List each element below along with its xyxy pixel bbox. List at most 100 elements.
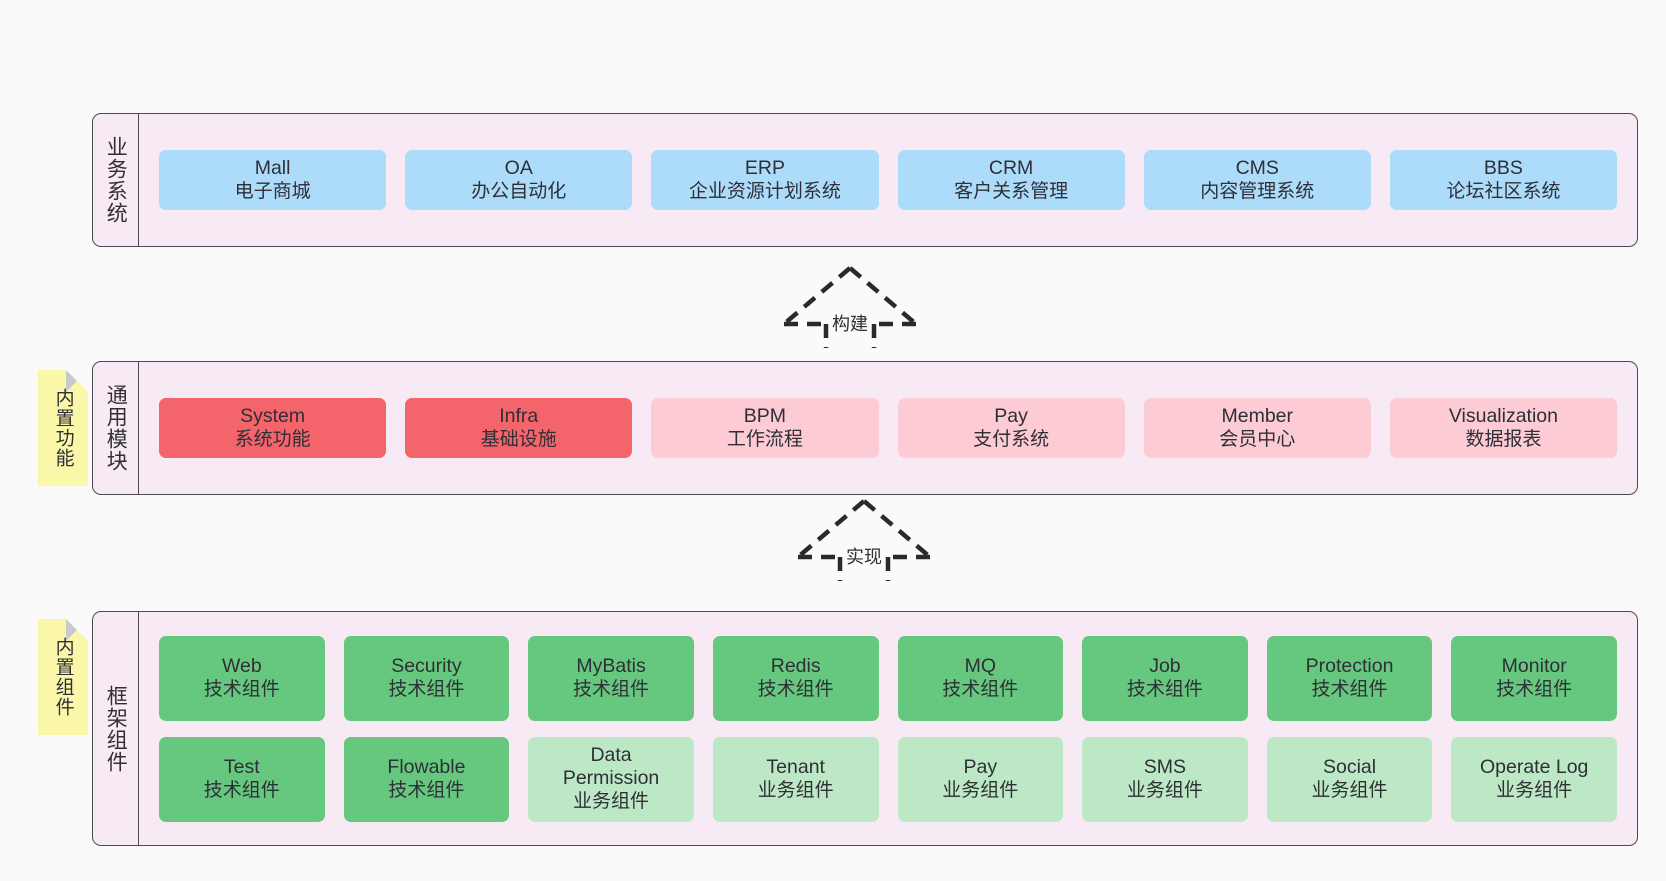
component-card-bbs[interactable]: BBS 论坛社区系统 [1389,149,1618,211]
component-name-cn: 技术组件 [942,679,1019,701]
component-name-cn: 业务组件 [1496,780,1573,802]
component-name-cn: 电子商城 [234,181,311,203]
component-card-crm[interactable]: CRM 客户关系管理 [897,149,1125,211]
component-name-en: Visualization [1448,404,1559,427]
component-card-monitor[interactable]: Monitor 技术组件 [1451,635,1617,721]
connector-build-arrow-icon [782,266,918,348]
component-name-cn: 技术组件 [203,679,280,701]
component-card-pay[interactable]: Pay 业务组件 [897,736,1064,822]
layer-body-business-systems: Mall 电子商城 OA 办公自动化 ERP 企业资源计划系统 CRM 客户关系… [139,114,1637,246]
component-name-cn: 技术组件 [388,679,465,701]
note-builtin-features: 内置功能 [38,370,88,486]
component-name-en: Operate Log [1479,755,1589,778]
component-card-erp[interactable]: ERP 企业资源计划系统 [651,149,879,211]
component-name-cn: 客户关系管理 [954,181,1069,203]
component-card-flowable[interactable]: Flowable 技术组件 [343,736,510,822]
component-card-pay[interactable]: Pay 支付系统 [897,397,1125,459]
connector-implement-arrow-icon [796,499,932,581]
component-name-cn: 业务组件 [757,780,834,802]
component-name-en: Pay [963,755,998,778]
component-name-cn: 技术组件 [757,679,834,701]
component-card-bpm[interactable]: BPM 工作流程 [651,397,879,459]
component-card-visualization[interactable]: Visualization 数据报表 [1389,397,1618,459]
component-name-en: Job [1149,654,1181,677]
component-name-en: Redis [770,654,821,677]
layer-title-common-modules: 通用模块 [93,362,139,494]
component-name-cn: 论坛社区系统 [1446,181,1561,203]
component-card-job[interactable]: Job 技术组件 [1082,635,1248,721]
component-name-en: Mall [254,156,291,179]
component-name-cn: 数据报表 [1465,429,1542,451]
component-name-cn: 技术组件 [1496,679,1573,701]
component-name-en: Social [1323,755,1377,778]
component-name-en: OA [504,156,533,179]
component-card-protection[interactable]: Protection 技术组件 [1266,635,1433,721]
layer-business-systems: 业务系统 Mall 电子商城 OA 办公自动化 ERP 企业资源计划系统 CRM… [92,113,1638,247]
component-name-cn: 内容管理系统 [1200,181,1315,203]
component-name-cn: 系统功能 [234,429,311,451]
component-name-cn: 技术组件 [1311,679,1388,701]
note-fold-icon [66,619,88,641]
component-card-cms[interactable]: CMS 内容管理系统 [1143,149,1371,211]
component-row: Web 技术组件 Security 技术组件 MyBatis 技术组件 Redi… [159,635,1617,721]
component-name-cn: 业务组件 [1126,780,1203,802]
component-card-mq[interactable]: MQ 技术组件 [897,635,1064,721]
connector-build-label: 构建 [832,314,868,334]
component-card-tenant[interactable]: Tenant 业务组件 [712,736,879,822]
component-row: Test 技术组件 Flowable 技术组件 Data Permission … [159,736,1617,822]
component-name-cn: 业务组件 [573,791,650,813]
component-card-data-permission[interactable]: Data Permission 业务组件 [528,736,694,822]
connector-implement-label: 实现 [846,547,882,567]
component-card-infra[interactable]: Infra 基础设施 [405,397,633,459]
component-card-security[interactable]: Security 技术组件 [343,635,510,721]
component-name-en: BPM [743,404,787,427]
component-name-en: SMS [1143,755,1187,778]
component-name-en: Infra [499,404,539,427]
component-name-en: Test [223,755,260,778]
component-name-cn: 技术组件 [1126,679,1203,701]
component-card-sms[interactable]: SMS 业务组件 [1082,736,1248,822]
note-label: 内置功能 [52,388,74,468]
component-name-en: CRM [988,156,1034,179]
component-name-cn: 技术组件 [388,780,465,802]
note-builtin-components: 内置组件 [38,619,88,735]
component-card-mall[interactable]: Mall 电子商城 [159,149,387,211]
component-card-member[interactable]: Member 会员中心 [1143,397,1371,459]
component-name-en: Tenant [766,755,825,778]
component-card-web[interactable]: Web 技术组件 [159,635,325,721]
component-card-operate-log[interactable]: Operate Log 业务组件 [1451,736,1617,822]
component-name-cn: 业务组件 [942,780,1019,802]
component-card-redis[interactable]: Redis 技术组件 [712,635,879,721]
layer-common-modules: 通用模块 System 系统功能 Infra 基础设施 BPM 工作流程 Pay… [92,361,1638,495]
component-name-en: Pay [994,404,1028,427]
component-name-cn: 会员中心 [1219,429,1296,451]
component-name-en: Monitor [1501,654,1567,677]
component-name-cn: 业务组件 [1311,780,1388,802]
component-name-en: ERP [744,156,785,179]
component-name-cn: 技术组件 [203,780,280,802]
component-name-cn: 基础设施 [480,429,557,451]
connector-build: 构建 [770,262,930,350]
component-card-mybatis[interactable]: MyBatis 技术组件 [528,635,694,721]
note-label: 内置组件 [52,637,74,717]
component-name-en: Security [391,654,462,677]
component-card-system[interactable]: System 系统功能 [159,397,387,459]
component-name-en: MyBatis [576,654,646,677]
note-fold-icon [66,370,88,392]
component-row: System 系统功能 Infra 基础设施 BPM 工作流程 Pay 支付系统… [159,397,1618,459]
component-name-en: Member [1221,404,1294,427]
layer-body-framework-components: Web 技术组件 Security 技术组件 MyBatis 技术组件 Redi… [139,612,1637,845]
component-card-oa[interactable]: OA 办公自动化 [405,149,633,211]
component-card-test[interactable]: Test 技术组件 [159,736,325,822]
component-name-cn: 支付系统 [973,429,1050,451]
component-card-social[interactable]: Social 业务组件 [1266,736,1433,822]
layer-title-framework-components: 框架组件 [93,612,139,845]
component-name-en: BBS [1483,156,1523,179]
component-row: Mall 电子商城 OA 办公自动化 ERP 企业资源计划系统 CRM 客户关系… [159,149,1618,211]
component-name-en: MQ [964,654,997,677]
component-name-cn: 办公自动化 [471,181,567,203]
component-name-en: CMS [1235,156,1279,179]
component-name-cn: 技术组件 [573,679,650,701]
layer-body-common-modules: System 系统功能 Infra 基础设施 BPM 工作流程 Pay 支付系统… [139,362,1637,494]
